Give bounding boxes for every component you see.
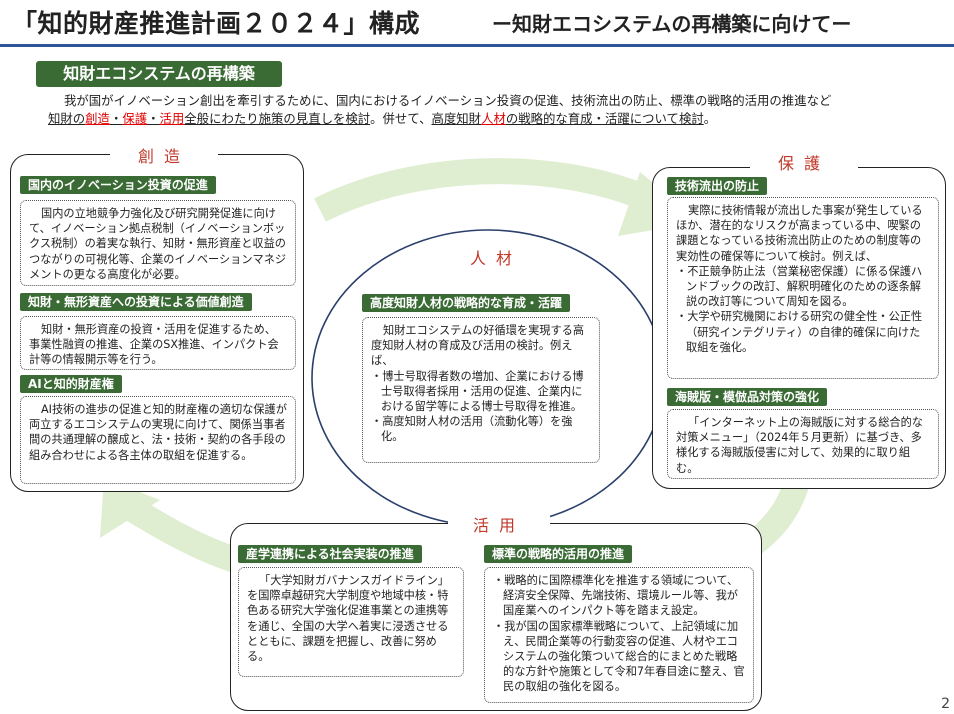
- creation-badge-innovation: 国内のイノベーション投資の促進: [20, 176, 216, 194]
- talent-line: 知財エコシステムの好循環を実現する高度知財人材の育成及び活用の検討。例えば、: [371, 324, 585, 368]
- intro-keyword-talent: 人材: [481, 111, 506, 126]
- utilization-title: 活用: [448, 512, 550, 536]
- creation-text-intangible-body: 知財・無形資産の投資・活用を促進するため、事業性融資の推進、企業のSX推進、イン…: [29, 323, 279, 367]
- protection-badge-piracy: 海賊版・模倣品対策の強化: [667, 388, 828, 406]
- utilization-badge-standards: 標準の戦略的活用の推進: [484, 545, 633, 563]
- intro-keyword-creation: 創造: [85, 111, 110, 126]
- intro-fragment: 高度知財: [431, 111, 482, 126]
- utilization-badge-industry: 産学連携による社会実装の推進: [238, 545, 422, 563]
- creation-panel: [10, 154, 304, 492]
- page-subtitle: ー知財エコシステムの再構築に向けてー: [492, 12, 852, 36]
- protection-leak-line: 実際に技術情報が流出した事案が発生しているほか、潜在的なリスクが高まっている中、…: [676, 204, 923, 263]
- talent-text: 知財エコシステムの好循環を実現する高度知財人材の育成及び活用の検討。例えば、 ・…: [362, 317, 600, 463]
- intro-fragment: 。併せて、: [370, 111, 432, 126]
- utilization-standards-line: ・戦略的に国際標準化を推進する領域について、経済安全保障、先端技術、環境ルール等…: [493, 574, 739, 618]
- creation-text-innovation: 国内の立地競争力強化及び研究開発促進に向けて、イノベーション拠点税制（イノベーシ…: [20, 200, 296, 286]
- creation-text-innovation-body: 国内の立地競争力強化及び研究開発促進に向けて、イノベーション拠点税制（イノベーシ…: [29, 207, 287, 281]
- page-title: 「知的財産推進計画２０２４」構成: [12, 9, 421, 38]
- utilization-standards-line: ・我が国の国家標準戦略について、上記領域に加え、民間企業等の行動変容の促進、人材…: [493, 619, 745, 694]
- intro-fragment: ・: [109, 111, 123, 126]
- cycle-arrow-top: [314, 158, 656, 222]
- talent-line: ・高度知財人材の活用（流動化等）を強化。: [371, 415, 573, 444]
- creation-text-ai: AI技術の進歩の促進と知的財産権の適切な保護が両立するエコシステムの実現に向けて…: [20, 396, 296, 484]
- intro-fragment: 知財の: [48, 111, 86, 126]
- intro-keyword-protection: 保護: [122, 111, 148, 126]
- talent-line: ・博士号取得者数の増加、企業における博士号取得者採用・活用の促進、企業内における…: [371, 369, 584, 414]
- intro-fragment: 。: [703, 111, 717, 126]
- creation-badge-intangible: 知財・無形資産への投資による価値創造: [20, 293, 252, 311]
- intro-line-1: 我が国がイノベーション創出を牽引するために、国内におけるイノベーション投資の促進…: [64, 93, 832, 108]
- protection-panel: [652, 167, 946, 489]
- creation-title: 創造: [110, 143, 218, 167]
- title-divider: [0, 44, 954, 47]
- talent-badge: 高度知財人材の戦略的な育成・活躍: [362, 294, 571, 312]
- creation-text-ai-body: AI技術の進歩の促進と知的財産権の適切な保護が両立するエコシステムの実現に向けて…: [29, 403, 287, 462]
- protection-title: 保護: [750, 150, 858, 174]
- intro-fragment: ・: [147, 111, 160, 126]
- utilization-text-standards: ・戦略的に国際標準化を推進する領域について、経済安全保障、先端技術、環境ルール等…: [484, 567, 754, 703]
- intro-text: 我が国がイノベーション創出を牽引するために、国内におけるイノベーション投資の促進…: [48, 92, 938, 128]
- cycle-arrowhead-left: [100, 478, 160, 538]
- intro-fragment: の戦略的な育成・活躍について検討: [505, 111, 704, 126]
- protection-leak-line: ・不正競争防止法（営業秘密保護）に係る保護ハンドブックの改訂、解釈明確化のための…: [676, 264, 923, 309]
- protection-badge-leak: 技術流出の防止: [667, 177, 768, 195]
- protection-leak-line: ・大学や研究機関における研究の健全性・公正性（研究インテグリティ）の自律的確保に…: [676, 310, 923, 354]
- utilization-industry-body: 「大学知財ガバナンスガイドライン」を国際卓越研究大学制度や地域中核・特色ある研究…: [247, 574, 449, 664]
- protection-piracy-body: 「インターネット上の海賊版に対する総合的な対策メニュー」（2024年５月更新）に…: [676, 416, 923, 475]
- intro-fragment: 全般にわたり施策の見直しを検討: [184, 111, 371, 126]
- protection-text-leak: 実際に技術情報が流出した事案が発生しているほか、潜在的なリスクが高まっている中、…: [667, 197, 939, 379]
- intro-keyword-utilization: 活用: [159, 111, 185, 126]
- main-theme-badge: 知財エコシステムの再構築: [36, 61, 282, 87]
- creation-badge-ai: AIと知的財産権: [20, 375, 122, 393]
- talent-title: 人材: [445, 245, 547, 269]
- intro-line-2: 知財の創造・保護・活用全般にわたり施策の見直しを検討。併せて、高度知財人材の戦略…: [48, 110, 938, 128]
- protection-text-piracy: 「インターネット上の海賊版に対する総合的な対策メニュー」（2024年５月更新）に…: [667, 409, 939, 479]
- creation-text-intangible: 知財・無形資産の投資・活用を促進するため、事業性融資の推進、企業のSX推進、イン…: [20, 316, 296, 370]
- page-number: 2: [941, 696, 950, 712]
- utilization-text-industry: 「大学知財ガバナンスガイドライン」を国際卓越研究大学制度や地域中核・特色ある研究…: [238, 567, 464, 677]
